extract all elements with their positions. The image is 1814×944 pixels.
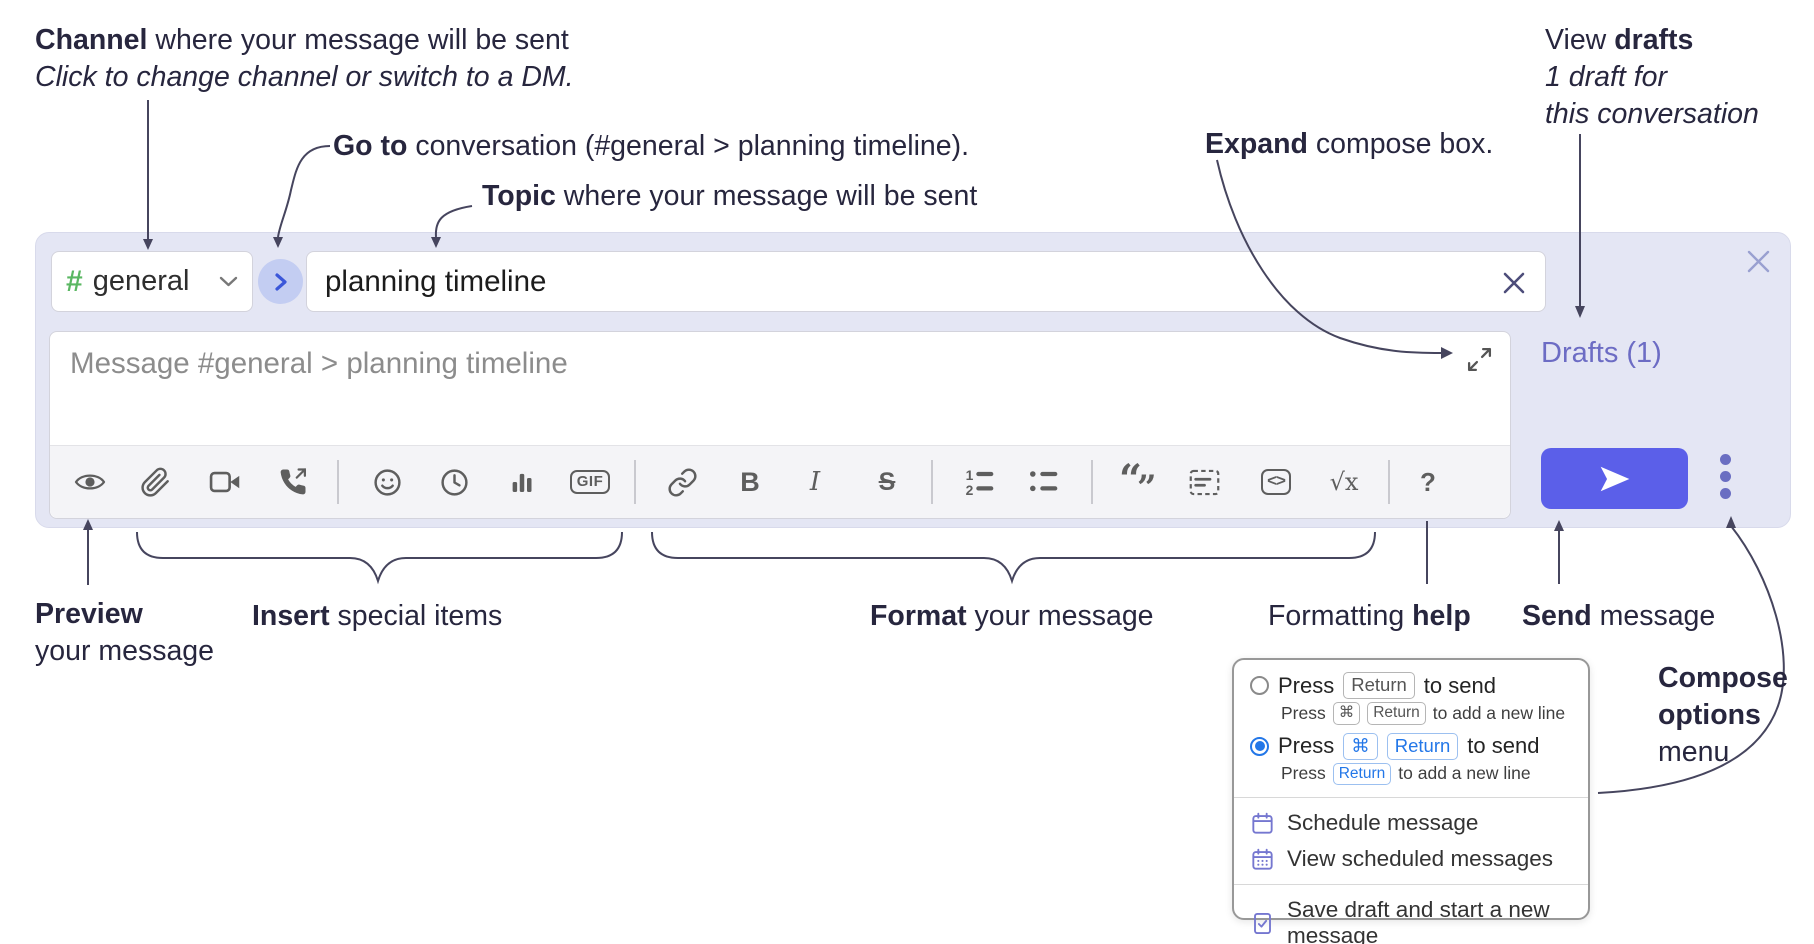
insert-annotation: Insert special items xyxy=(252,600,503,632)
return-key: Return xyxy=(1332,762,1392,785)
chevron-down-icon xyxy=(219,276,238,288)
message-placeholder: Message #general > planning timeline xyxy=(70,347,568,380)
emoji-icon[interactable] xyxy=(365,460,409,504)
goto-annotation: Go to conversation (#general > planning … xyxy=(333,130,970,162)
go-to-conversation-button[interactable] xyxy=(258,259,303,304)
return-key: Return xyxy=(1367,702,1426,725)
close-icon xyxy=(1747,250,1769,272)
menu-item-save-draft[interactable]: Save draft and start a new message xyxy=(1234,892,1588,944)
toolbar-divider xyxy=(337,460,339,504)
ellipsis-dot xyxy=(1719,487,1731,499)
quote-icon[interactable]: “” xyxy=(1119,456,1157,508)
cmd-key: ⌘ xyxy=(1343,732,1378,760)
topic-annotation: Topic where your message will be sent xyxy=(482,180,978,212)
compose-options-annotation: Compose options menu xyxy=(1658,662,1788,768)
ellipsis-dot xyxy=(1719,470,1731,482)
menu-item-view-scheduled[interactable]: View scheduled messages xyxy=(1234,841,1588,877)
compose-options-button[interactable] xyxy=(1703,445,1747,507)
send-option-return-sub: Press ⌘ Return to add a new line xyxy=(1281,702,1566,725)
link-icon[interactable] xyxy=(660,460,704,504)
send-plane-icon xyxy=(1600,466,1629,491)
toolbar-divider xyxy=(1091,460,1093,504)
drafts-link[interactable]: Drafts (1) xyxy=(1541,337,1662,369)
toolbar-divider xyxy=(931,460,933,504)
insert-brace xyxy=(136,531,623,585)
code-icon[interactable]: <> xyxy=(1254,460,1298,504)
format-annotation: Format your message xyxy=(870,600,1154,632)
preview-eye-icon[interactable] xyxy=(68,460,112,504)
cmd-key: ⌘ xyxy=(1332,702,1361,725)
bulleted-list-icon[interactable] xyxy=(1022,460,1066,504)
topic-value: planning timeline xyxy=(325,264,547,298)
attach-paperclip-icon[interactable] xyxy=(133,460,177,504)
svg-text:1: 1 xyxy=(966,467,974,483)
compose-options-menu: Press Return to send Press ⌘ Return to a… xyxy=(1232,658,1590,944)
spoiler-icon[interactable] xyxy=(1182,460,1226,504)
send-option-cmd-return-sub: Press Return to add a new line xyxy=(1281,762,1531,785)
channel-name: general xyxy=(92,265,190,297)
time-clock-icon[interactable] xyxy=(432,460,476,504)
channel-selector[interactable]: # general xyxy=(51,251,253,312)
svg-text:2: 2 xyxy=(966,482,974,498)
formatting-help-annotation: Formatting help xyxy=(1268,600,1471,632)
send-button[interactable] xyxy=(1541,448,1688,509)
strikethrough-icon[interactable]: S xyxy=(878,467,896,496)
return-key: Return xyxy=(1386,732,1459,760)
chevron-right-icon xyxy=(274,272,287,291)
ellipsis-dot xyxy=(1719,453,1731,465)
formatting-help-icon[interactable]: ? xyxy=(1420,466,1436,497)
expand-compose-button[interactable] xyxy=(1464,344,1494,374)
topic-clear-button[interactable] xyxy=(1499,268,1529,298)
compose-close-button[interactable] xyxy=(1742,245,1774,277)
goto-pointer-curve xyxy=(277,145,331,238)
compose-box: # general planning timeline Message #gen… xyxy=(35,232,1791,528)
italic-icon[interactable]: I xyxy=(809,467,821,497)
view-drafts-annotation: View drafts 1 draft for this conversatio… xyxy=(1545,24,1759,130)
menu-divider xyxy=(1234,884,1588,885)
expand-annotation: Expand compose box. xyxy=(1205,128,1494,160)
format-brace xyxy=(651,531,1376,585)
channel-annotation: Channel where your message will be sent … xyxy=(35,24,574,93)
topic-input[interactable]: planning timeline xyxy=(306,251,1546,312)
poll-chart-icon[interactable] xyxy=(500,460,544,504)
preview-annotation: Preview your message xyxy=(35,598,215,667)
send-option-cmd-return[interactable]: Press ⌘ Return to send xyxy=(1234,730,1588,763)
gif-icon[interactable]: GIF xyxy=(568,460,612,504)
audio-call-icon[interactable] xyxy=(271,460,315,504)
message-input[interactable]: Message #general > planning timeline xyxy=(49,331,1511,519)
bold-icon[interactable]: B xyxy=(740,466,760,497)
calendar-icon xyxy=(1250,811,1275,836)
draft-check-icon xyxy=(1250,911,1275,936)
close-icon xyxy=(1503,272,1525,294)
calendar-dots-icon xyxy=(1250,847,1275,872)
menu-divider xyxy=(1234,797,1588,798)
return-key: Return xyxy=(1343,672,1415,700)
toolbar-divider xyxy=(1388,460,1390,504)
channel-hash-icon: # xyxy=(66,264,83,298)
video-call-icon[interactable] xyxy=(203,460,247,504)
radio-selected[interactable] xyxy=(1250,736,1269,756)
send-option-return[interactable]: Press Return to send xyxy=(1234,669,1588,702)
menu-item-schedule-message[interactable]: Schedule message xyxy=(1234,805,1588,841)
send-annotation: Send message xyxy=(1522,600,1716,632)
math-icon[interactable]: √x xyxy=(1329,468,1359,496)
expand-diagonal-icon xyxy=(1467,347,1491,371)
radio-unselected[interactable] xyxy=(1250,676,1269,696)
toolbar-divider xyxy=(634,460,636,504)
